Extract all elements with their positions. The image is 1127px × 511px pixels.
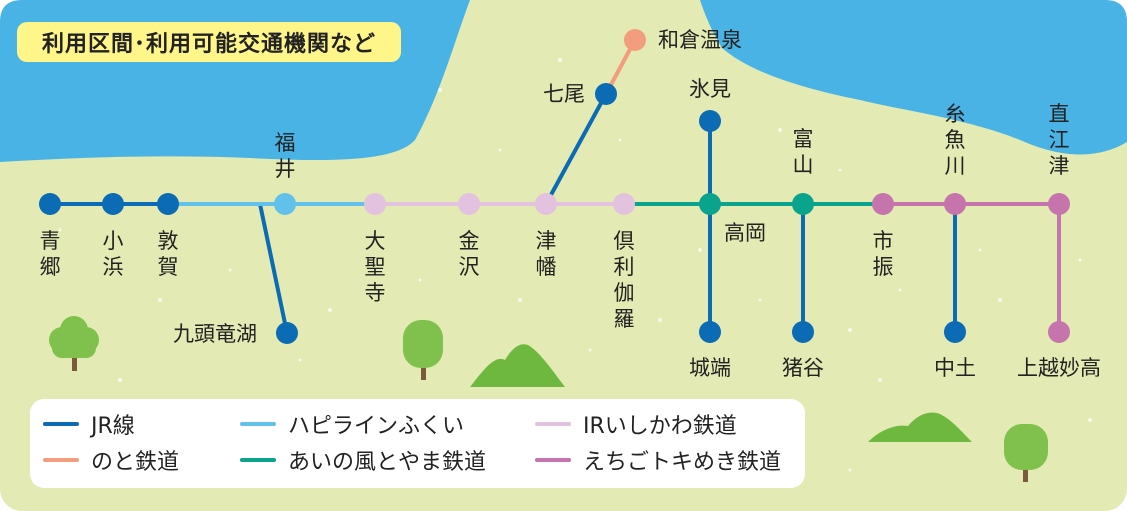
station-dot-fukui[interactable] (274, 193, 296, 215)
legend-label: ハピラインふくい (288, 414, 465, 439)
station-dot-daishoji[interactable] (364, 193, 386, 215)
station-dot-kuzuryuko[interactable] (276, 322, 298, 344)
station-dot-naoetsu[interactable] (1048, 193, 1070, 215)
station-dot-inotani[interactable] (792, 321, 814, 343)
tree-icon (49, 316, 99, 371)
station-dot-joetsumyoko[interactable] (1048, 321, 1070, 343)
station-label-minamiotari: 中土 (934, 356, 976, 380)
tree-icon (403, 320, 443, 380)
legend-item-jr: JR線 (43, 407, 135, 441)
station-dot-obama[interactable] (102, 193, 124, 215)
station-label-kurikara: 倶利伽羅 (614, 229, 635, 331)
legend-swatch-echigo (535, 458, 571, 462)
station-label-itoigawa: 糸魚川 (945, 102, 966, 178)
legend-item-echigo: えちごトキめき鉄道 (535, 443, 781, 477)
station-dot-himi[interactable] (699, 110, 721, 132)
legend-item-hapi: ハピラインふくい (240, 407, 464, 441)
tree-icon (1004, 424, 1048, 482)
legend-item-ainokaze: あいの風とやま鉄道 (240, 443, 486, 477)
legend-label: あいの風とやま鉄道 (288, 450, 487, 475)
station-label-johana: 城端 (689, 356, 731, 380)
station-label-nanao: 七尾 (543, 82, 585, 106)
station-label-obama: 小浜 (103, 229, 124, 279)
station-label-wakuraonsen: 和倉温泉 (658, 28, 742, 52)
station-label-kuzuryuko: 九頭竜湖 (173, 322, 257, 346)
legend-label: えちごトキめき鉄道 (583, 450, 782, 475)
station-label-ichiburi: 市振 (873, 229, 894, 279)
legend: JR線 のと鉄道 ハピラインふくい あいの風とやま鉄道 IRいしかわ鉄道 えちご… (30, 399, 805, 488)
station-dot-wakuraonsen[interactable] (624, 29, 646, 51)
station-label-joetsumyoko: 上越妙高 (1017, 356, 1101, 380)
legend-label: JR線 (91, 414, 135, 439)
legend-item-ir: IRいしかわ鉄道 (535, 407, 737, 441)
legend-swatch-noto (43, 458, 79, 462)
station-label-fukui: 福井 (275, 131, 296, 181)
station-label-tsubata: 津幡 (536, 229, 557, 279)
station-label-kanazawa: 金沢 (459, 229, 480, 279)
legend-swatch-hapi (240, 422, 276, 426)
hill-icon (470, 344, 565, 387)
legend-swatch-jr (43, 422, 79, 426)
station-dot-minamiotari[interactable] (944, 321, 966, 343)
legend-label: IRいしかわ鉄道 (583, 414, 737, 439)
legend-swatch-ainokaze (240, 458, 276, 462)
station-label-daishoji: 大聖寺 (365, 229, 386, 305)
station-label-tsuruga: 敦賀 (158, 229, 179, 279)
legend-swatch-ir (535, 422, 571, 426)
station-dot-johana[interactable] (699, 321, 721, 343)
station-label-inotani: 猪谷 (782, 356, 824, 380)
hill-icon (868, 412, 972, 442)
sea-right (700, 0, 1127, 155)
station-label-toyama: 富山 (793, 127, 814, 177)
station-dot-tsubata[interactable] (535, 193, 557, 215)
station-label-naoetsu: 直江津 (1049, 102, 1070, 178)
line-jr-nanao (544, 92, 608, 206)
station-dot-nanao[interactable] (595, 83, 617, 105)
legend-label: のと鉄道 (91, 450, 180, 475)
station-dot-kurikara[interactable] (613, 193, 635, 215)
legend-item-noto: のと鉄道 (43, 443, 179, 477)
page-title: 利用区間･利用可能交通機関など (17, 22, 401, 62)
station-dot-aogo[interactable] (39, 193, 61, 215)
station-dot-itoigawa[interactable] (944, 193, 966, 215)
station-dot-ichiburi[interactable] (872, 193, 894, 215)
station-dot-takaoka[interactable] (699, 193, 721, 215)
station-label-takaoka: 高岡 (724, 221, 766, 245)
station-dot-tsuruga[interactable] (157, 193, 179, 215)
line-jr-kuzuryu (258, 202, 289, 335)
station-label-himi: 氷見 (689, 77, 731, 101)
station-dot-toyama[interactable] (792, 193, 814, 215)
station-dot-kanazawa[interactable] (458, 193, 480, 215)
station-label-aogo: 青郷 (40, 229, 61, 279)
land-speckles (58, 58, 1092, 472)
